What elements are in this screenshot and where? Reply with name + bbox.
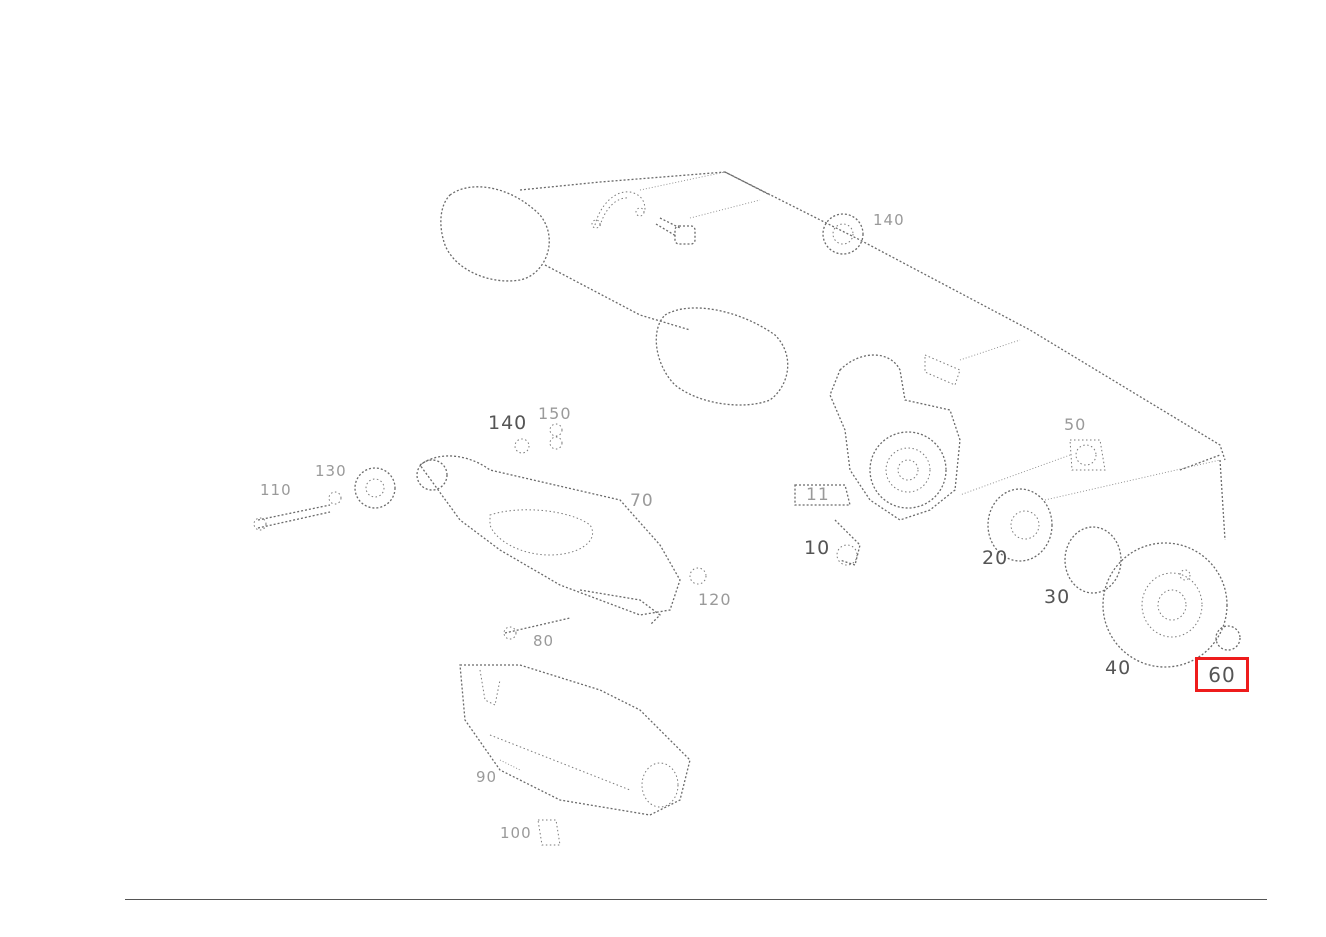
wheel-carrier-part: [794, 339, 1021, 566]
nut-part: [822, 213, 864, 255]
bolt-part: [655, 217, 696, 245]
wheel-bolt-part: [959, 439, 1106, 496]
brake-disc-part: [1102, 542, 1228, 668]
callout-11[interactable]: 11: [806, 485, 830, 505]
callout-50[interactable]: 50: [1064, 415, 1087, 434]
callout-120[interactable]: 120: [698, 590, 732, 609]
callout-110[interactable]: 110: [260, 481, 292, 499]
callout-140-top[interactable]: 140: [873, 211, 905, 229]
nut-washer-part: [503, 423, 707, 640]
control-arm-part: [354, 455, 681, 626]
spring-link-part: [459, 664, 691, 846]
disc-screw-part: [1215, 625, 1241, 651]
callout-60-label: 60: [1208, 662, 1236, 687]
callout-140-left[interactable]: 140: [488, 412, 528, 434]
axle-carrier-part: [440, 171, 1226, 541]
callout-70[interactable]: 70: [630, 491, 654, 511]
callout-90[interactable]: 90: [476, 768, 498, 786]
footer-divider: [125, 899, 1267, 900]
callout-30[interactable]: 30: [1044, 586, 1071, 608]
callout-150[interactable]: 150: [538, 404, 572, 423]
callout-60-highlighted[interactable]: 60: [1195, 657, 1249, 692]
callout-130[interactable]: 130: [315, 462, 347, 480]
retaining-clip-part: [591, 191, 646, 229]
callout-20[interactable]: 20: [982, 547, 1009, 569]
dust-shield-part: [1064, 526, 1122, 594]
wheel-hub-part: [987, 459, 1221, 562]
callout-10[interactable]: 10: [804, 537, 831, 559]
callout-100[interactable]: 100: [500, 824, 532, 842]
eccentric-bolt-part: [253, 491, 342, 531]
callout-80[interactable]: 80: [533, 632, 555, 650]
callout-40[interactable]: 40: [1105, 657, 1132, 679]
